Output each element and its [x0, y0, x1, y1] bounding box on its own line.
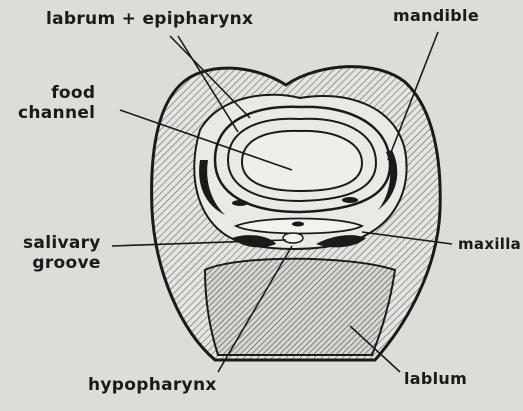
label-mandible: mandible: [393, 7, 479, 25]
labrum-ring-inner: [242, 131, 362, 191]
label-salivary-groove: salivary groove: [23, 234, 101, 273]
label-lablum: lablum: [404, 370, 467, 388]
slit-right: [342, 197, 358, 203]
salivary-groove-shape: [283, 233, 303, 243]
label-food-channel: food channel: [18, 84, 95, 123]
label-labrum-epipharynx: labrum + epipharynx: [46, 10, 253, 30]
label-hypopharynx: hypopharynx: [88, 376, 217, 396]
slit-center: [292, 222, 304, 227]
label-maxilla: maxilla: [458, 236, 521, 253]
slit-left: [232, 200, 248, 206]
